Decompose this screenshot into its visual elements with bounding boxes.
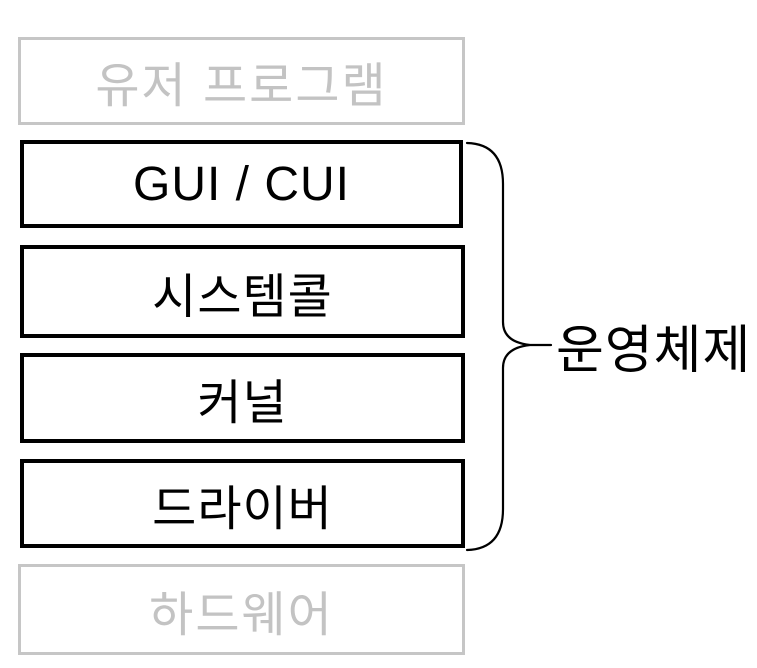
driver-label: 드라이버 — [152, 482, 333, 536]
kernel-label: 커널 — [197, 377, 288, 430]
kernel-box: 커널 — [20, 353, 465, 443]
user-program-box: 유저 프로그램 — [18, 37, 465, 125]
operating-system-label-text: 운영체제 — [556, 321, 752, 380]
hardware-box: 하드웨어 — [18, 564, 465, 655]
operating-system-brace-label: 운영체제 — [556, 316, 751, 380]
gui-cui-label: GUI / CUI — [132, 157, 350, 211]
hardware-label: 하드웨어 — [149, 588, 334, 642]
system-call-box: 시스템콜 — [20, 245, 465, 338]
driver-box: 드라이버 — [20, 459, 465, 548]
right-curly-brace-icon — [465, 141, 553, 552]
user-program-label: 유저 프로그램 — [95, 60, 388, 113]
gui-cui-box: GUI / CUI — [20, 140, 463, 228]
system-call-label: 시스템콜 — [152, 270, 333, 324]
